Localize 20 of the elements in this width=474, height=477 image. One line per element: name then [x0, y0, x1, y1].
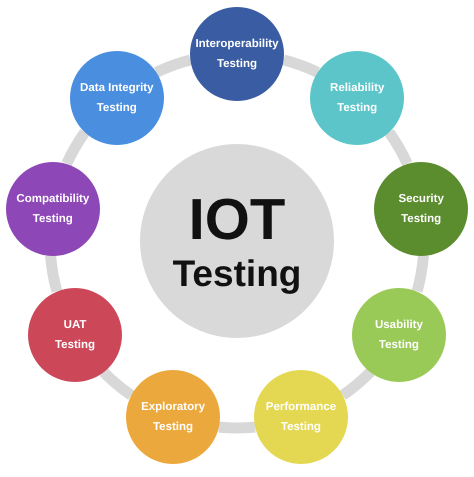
ring-arc: [45, 254, 62, 293]
ring-arc: [154, 54, 192, 78]
topic-label: Interoperability Testing: [194, 37, 280, 72]
ring-arc: [412, 254, 429, 293]
ring-arc: [340, 368, 374, 400]
ring-arc: [282, 54, 320, 78]
topic-label: Performance Testing: [264, 400, 338, 435]
ring-arc: [62, 129, 90, 166]
topic-label: Compatibility Testing: [15, 192, 90, 227]
topic-label: Security Testing: [397, 192, 445, 227]
topic-label: Exploratory Testing: [140, 400, 206, 435]
ring-arc: [384, 129, 412, 166]
ring-arc: [218, 422, 256, 434]
ring-arc: [100, 368, 134, 400]
topic-label: Usability Testing: [374, 318, 424, 352]
topic-label: Reliability Testing: [329, 80, 386, 116]
topic-label: Data Integrity Testing: [79, 80, 155, 116]
hub-title: IOT: [188, 190, 286, 248]
hub-subtitle: Testing: [172, 254, 302, 292]
topic-label: UAT Testing: [54, 318, 96, 352]
